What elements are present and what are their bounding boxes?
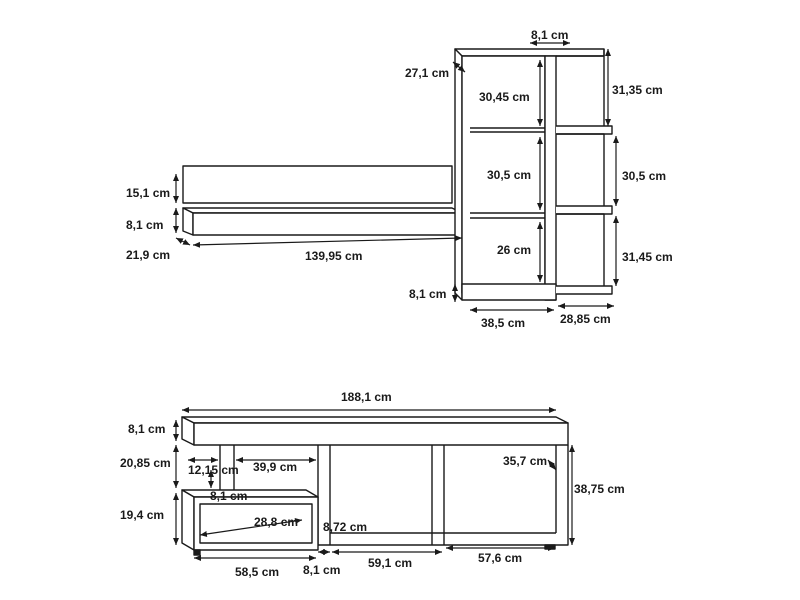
dim-tv-drawer-width: 28,8 cm (254, 515, 299, 529)
dim-tv-bottom-width-3: 59,1 cm (368, 556, 413, 570)
dim-tv-upper-height: 20,85 cm (120, 456, 171, 470)
dim-tv-bottom-width-2: 8,1 cm (303, 563, 341, 577)
dim-line-tv-right-inner (547, 459, 557, 471)
dim-tv-inner-width: 39,9 cm (253, 460, 298, 474)
dim-bookcase-bottom-right: 28,85 cm (560, 312, 611, 326)
dim-shelf-thickness: 8,1 cm (126, 218, 164, 232)
dim-shelf-back-height: 15,1 cm (126, 186, 171, 200)
dim-tv-divider: 8,1 cm (210, 489, 248, 503)
dim-bookcase-base: 8,1 cm (409, 287, 447, 301)
tv-stand (181, 416, 569, 556)
dim-tv-drawer-gap: 8,72 cm (323, 520, 368, 534)
dim-shelf-width: 139,95 cm (305, 249, 363, 263)
dim-bookcase-bottom-left: 38,5 cm (481, 316, 526, 330)
dim-line-shelf-depth (175, 237, 191, 246)
dim-bookcase-left-middle: 30,5 cm (487, 168, 532, 182)
dim-bookcase-right-lower: 31,45 cm (622, 250, 673, 264)
dim-tv-bottom-width-1: 58,5 cm (235, 565, 280, 579)
dim-line-bookcase-top-depth (452, 61, 466, 73)
dim-tv-bottom-width-4: 57,6 cm (478, 551, 523, 565)
dim-tv-total-height: 38,75 cm (574, 482, 625, 496)
wall-shelf (182, 165, 463, 236)
dim-tv-top-thickness: 8,1 cm (128, 422, 166, 436)
dim-line-tv-drawer-width (199, 518, 303, 537)
dim-tv-total-width: 188,1 cm (341, 390, 392, 404)
dim-bookcase-right-middle: 30,5 cm (622, 169, 667, 183)
dim-shelf-depth: 21,9 cm (126, 248, 171, 262)
dim-tv-inner-left: 12,15 cm (188, 463, 239, 477)
dim-tv-right-inner: 35,7 cm (503, 454, 548, 468)
dim-bookcase-right-upper: 31,35 cm (612, 83, 663, 97)
dim-tv-lower-height: 19,4 cm (120, 508, 165, 522)
dim-bookcase-left-lower: 26 cm (497, 243, 532, 257)
dim-bookcase-top-width: 8,1 cm (531, 28, 569, 42)
bookcase (454, 48, 613, 301)
dim-bookcase-left-upper: 30,45 cm (479, 90, 530, 104)
dim-bookcase-top-depth: 27,1 cm (405, 66, 450, 80)
dim-line-shelf-width (192, 235, 463, 248)
